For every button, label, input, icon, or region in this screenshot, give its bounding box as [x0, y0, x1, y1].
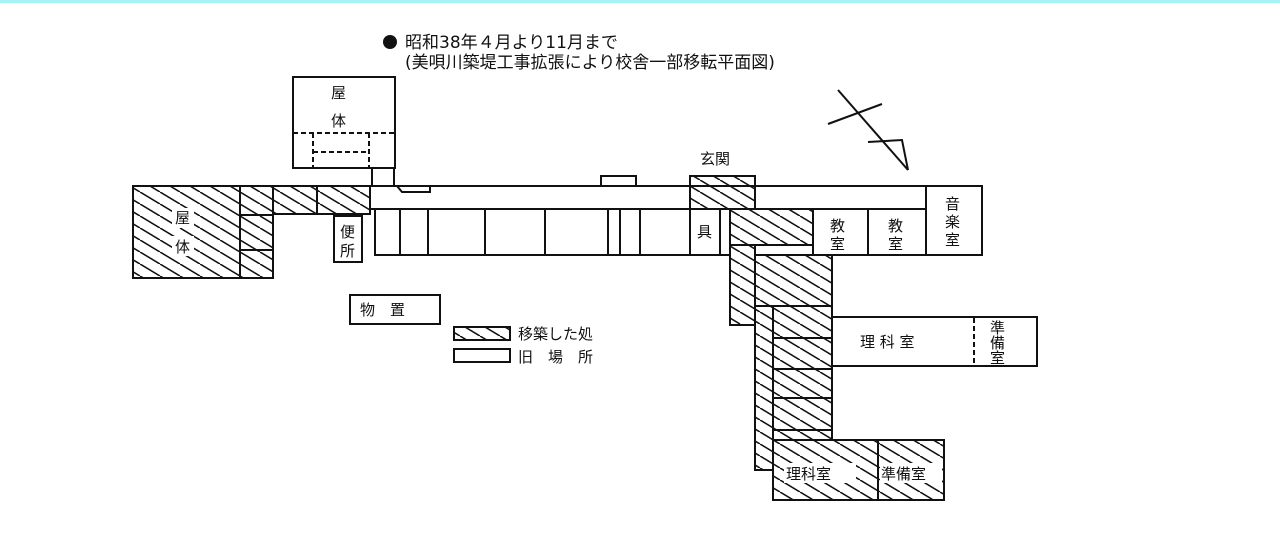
science-room-old: 理 科 室 準 備 室 [831, 316, 1038, 367]
music-label-3: 室 [945, 231, 960, 249]
classroom-a-label-2: 室 [830, 235, 845, 253]
moved-wing: 理科室 準備室 [729, 208, 945, 501]
legend-old-swatch [453, 348, 511, 363]
corridor-notch [396, 185, 431, 193]
new-gym: 屋 体 [132, 185, 371, 279]
north-arrow-icon [827, 89, 909, 171]
science-new-label: 理科室 [786, 465, 831, 483]
science-old-label: 理 科 室 [860, 333, 915, 351]
old-gym: 屋 体 [292, 76, 396, 187]
top-border [0, 0, 1280, 3]
new-gym-label-2: 体 [175, 238, 190, 256]
legend-moved-swatch [453, 326, 511, 341]
toilet-label-1: 便 [340, 223, 355, 241]
legend: 移築した処 旧 場 所 [453, 325, 593, 366]
prep-old-label-1: 準 [990, 319, 1005, 337]
tool-room-label: 具 [697, 223, 712, 241]
prep-old-label-3: 室 [990, 349, 1005, 367]
entrance-label: 玄関 [700, 150, 730, 168]
corridor [369, 185, 983, 210]
music-label-1: 音 [945, 195, 960, 213]
legend-moved-label: 移築した処 [518, 325, 593, 343]
storage-label: 物 置 [360, 301, 405, 319]
classroom-a-label-1: 教 [830, 217, 845, 235]
classroom-b-label-2: 室 [888, 235, 903, 253]
new-gym-label-1: 屋 [175, 209, 190, 227]
legend-old-label: 旧 場 所 [518, 348, 593, 366]
old-gym-label-1: 屋 [331, 84, 346, 102]
prep-old-label-2: 備 [990, 334, 1005, 352]
bullet-icon [383, 35, 397, 49]
classroom-b-label-1: 教 [888, 217, 903, 235]
toilet-label-2: 所 [340, 242, 355, 260]
corridor-annex [600, 175, 637, 187]
toilet: 便 所 [333, 215, 363, 263]
storage: 物 置 [349, 294, 441, 325]
old-gym-label-2: 体 [331, 112, 346, 130]
music-label-2: 楽 [945, 213, 960, 231]
classroom-row: 具 [374, 208, 731, 256]
east-rooms: 教 室 教 室 音 楽 室 [812, 185, 983, 256]
title-line-1: 昭和38年４月より11月まで [405, 33, 618, 53]
prep-new-label: 準備室 [881, 465, 926, 483]
entrance: 玄関 [689, 150, 756, 210]
title-line-2: (美唄川築堤工事拡張により校舎一部移転平面図) [405, 53, 775, 73]
